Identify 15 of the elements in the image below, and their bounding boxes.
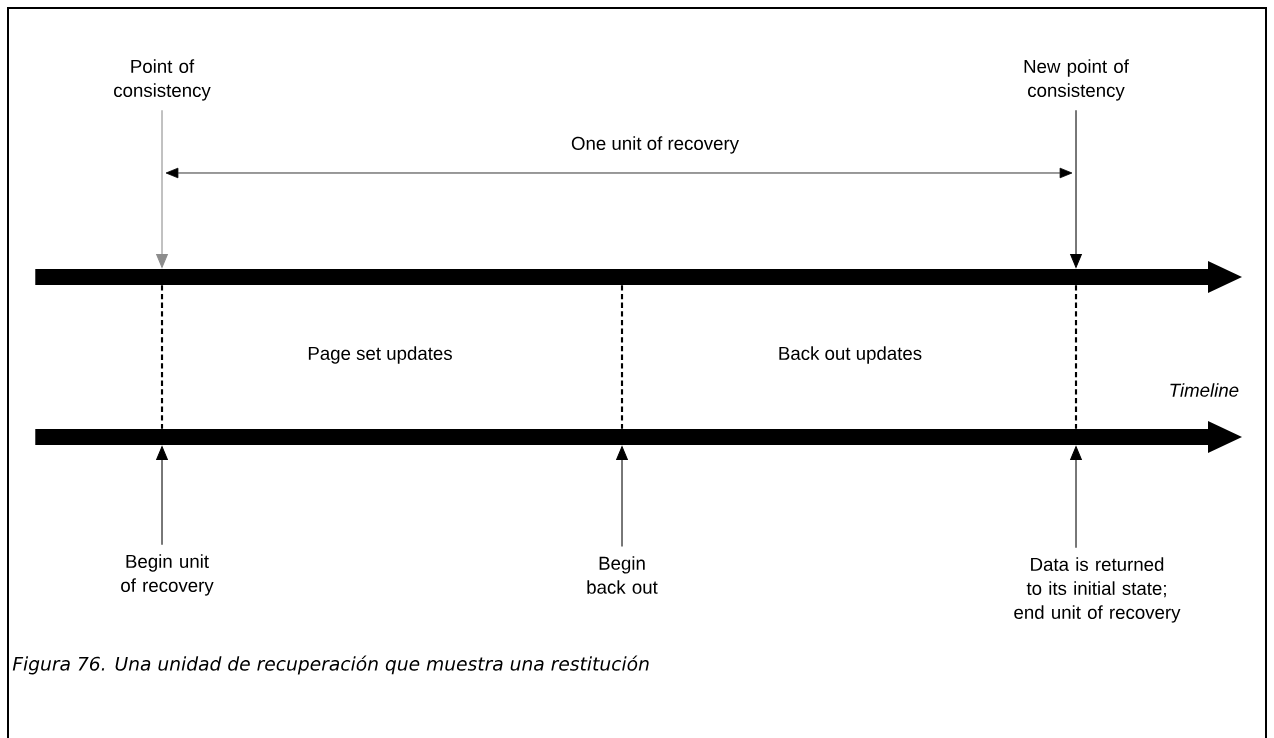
region-label: Timeline [1170,383,1239,397]
dashed-line [1074,285,1078,429]
figure-caption: Figura 76. Una unidad de recuperación que muestra una restitución [12,655,649,675]
dashed-line [620,285,624,429]
event-label: Begin back out [587,556,658,594]
timeline-arrow [35,261,1242,293]
region-label: One unit of recovery [571,136,739,154]
region-label: Back out updates [779,346,922,364]
event-label: Data is returned to its initial state; end unit of recovery [1014,557,1181,623]
dashed-line [160,285,164,429]
event-label: Point of consistency [114,59,211,101]
event-label: New point of consistency [1024,59,1129,101]
event-label: Begin unit of recovery [121,554,214,596]
timeline-arrow [35,421,1242,453]
region-label: Page set updates [308,346,452,364]
